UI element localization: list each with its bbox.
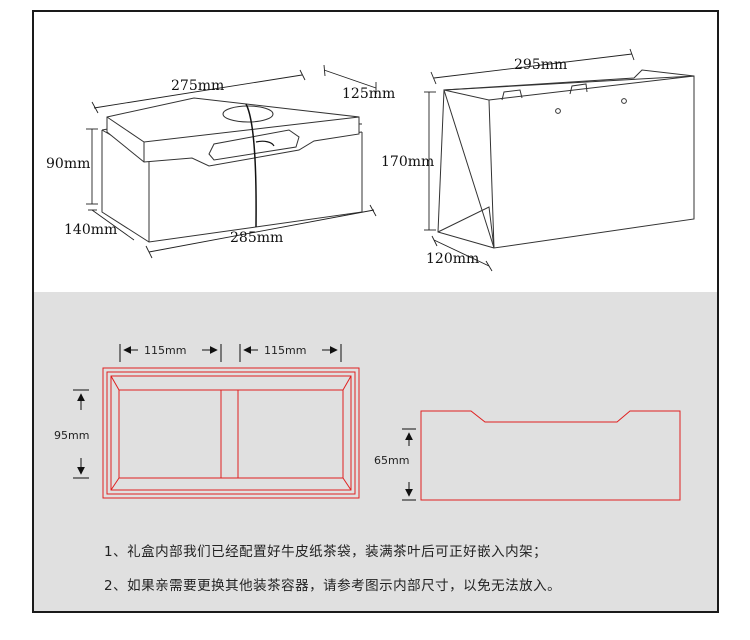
- insert-right-width-label: 115mm: [264, 344, 306, 357]
- insert-side-height-label: 65mm: [374, 454, 409, 467]
- dimension-drawing: 275mm 125mm 90mm 140mm 285mm: [46, 48, 695, 501]
- paper-bag-illustration: [437, 69, 695, 249]
- note-line-2: 2、如果亲需要更换其他装茶容器，请参考图示内部尺寸，以免无法放入。: [104, 578, 562, 594]
- bag-dimension-lines: [424, 48, 635, 272]
- box-base-length-label: 285mm: [230, 230, 283, 246]
- insert-side-dimensions: [402, 428, 416, 501]
- box-dimension-lines: [86, 64, 377, 259]
- gift-box-illustration: [101, 97, 363, 243]
- inner-dimensions-panel: [34, 292, 717, 611]
- diagram-frame: 275mm 125mm 90mm 140mm 285mm: [32, 10, 719, 613]
- bag-width-label: 295mm: [514, 57, 567, 73]
- box-base-depth-label: 140mm: [64, 222, 117, 238]
- box-length-label: 275mm: [171, 78, 224, 94]
- insert-height-label: 95mm: [54, 429, 89, 442]
- bag-depth-label: 120mm: [426, 251, 479, 267]
- insert-left-width-label: 115mm: [144, 344, 186, 357]
- bag-height-label: 170mm: [381, 154, 434, 170]
- box-height-label: 90mm: [46, 156, 90, 172]
- insert-side-view: [420, 410, 681, 501]
- note-line-1: 1、礼盒内部我们已经配置好牛皮纸茶袋，装满茶叶后可正好嵌入内架；: [104, 544, 548, 560]
- insert-top-view: [102, 367, 360, 499]
- insert-top-dimensions: [73, 344, 342, 479]
- box-depth-label: 125mm: [342, 86, 395, 102]
